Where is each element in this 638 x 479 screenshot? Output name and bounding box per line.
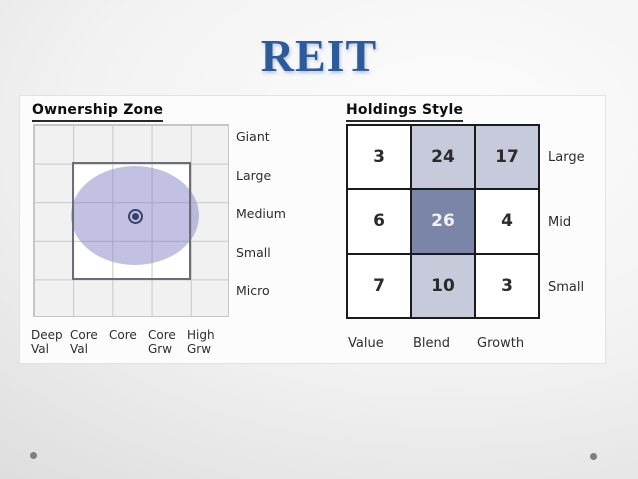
style-label-line1: Deep xyxy=(31,328,63,342)
ownership-zone-chart xyxy=(33,124,229,317)
style-box-cell-small-value: 7 xyxy=(348,254,410,317)
style-label-core-val: Core Val xyxy=(70,328,112,356)
holdings-row-label-mid: Mid xyxy=(548,215,572,230)
style-box-cell-mid-blend: 26 xyxy=(412,190,474,253)
centroid-marker-icon xyxy=(128,209,143,224)
slide-footer-dot-right xyxy=(590,453,597,460)
style-label-core-grw: Core Grw xyxy=(148,328,190,356)
style-box-cell-large-value: 3 xyxy=(348,126,410,189)
size-label-micro: Micro xyxy=(236,283,270,298)
style-label-high-grw: High Grw xyxy=(187,328,229,356)
style-label-line1: High xyxy=(187,328,215,342)
size-label-giant: Giant xyxy=(236,129,270,144)
holdings-col-label-value: Value xyxy=(348,336,384,351)
style-box-cell-large-growth: 17 xyxy=(476,126,538,189)
holdings-row-label-large: Large xyxy=(548,150,585,165)
style-box-cell-small-growth: 3 xyxy=(476,254,538,317)
style-box-cell-small-blend: 10 xyxy=(412,254,474,317)
style-label-line1: Core xyxy=(70,328,98,342)
style-label-line1: Core xyxy=(109,328,137,342)
style-box-cell-mid-growth: 4 xyxy=(476,190,538,253)
ownership-zone-header: Ownership Zone xyxy=(32,102,164,122)
style-label-line2: Grw xyxy=(187,342,212,356)
slide-title: REIT xyxy=(260,30,378,81)
holdings-col-label-growth: Growth xyxy=(477,336,525,351)
style-label-deep-val: Deep Val xyxy=(31,328,73,356)
size-label-medium: Medium xyxy=(236,206,286,221)
holdings-col-label-blend: Blend xyxy=(413,336,451,351)
style-label-line2: Grw xyxy=(148,342,173,356)
content-panel: Ownership Zone Giant Large Medium Small … xyxy=(19,95,606,364)
style-box-cell-large-blend: 24 xyxy=(412,126,474,189)
holdings-style-header: Holdings Style xyxy=(346,102,464,122)
style-label-core: Core xyxy=(109,328,151,342)
slide-footer-dot-left xyxy=(30,452,37,459)
style-box-cell-mid-value: 6 xyxy=(348,190,410,253)
style-label-line2: Val xyxy=(70,342,88,356)
ownership-inner-box-border xyxy=(72,162,191,280)
style-label-line1: Core xyxy=(148,328,176,342)
style-label-line2: Val xyxy=(31,342,49,356)
size-label-small: Small xyxy=(236,245,271,260)
holdings-row-label-small: Small xyxy=(548,280,585,295)
holdings-style-box: 3 24 17 6 26 4 7 10 3 xyxy=(346,124,540,319)
size-label-large: Large xyxy=(236,168,272,183)
